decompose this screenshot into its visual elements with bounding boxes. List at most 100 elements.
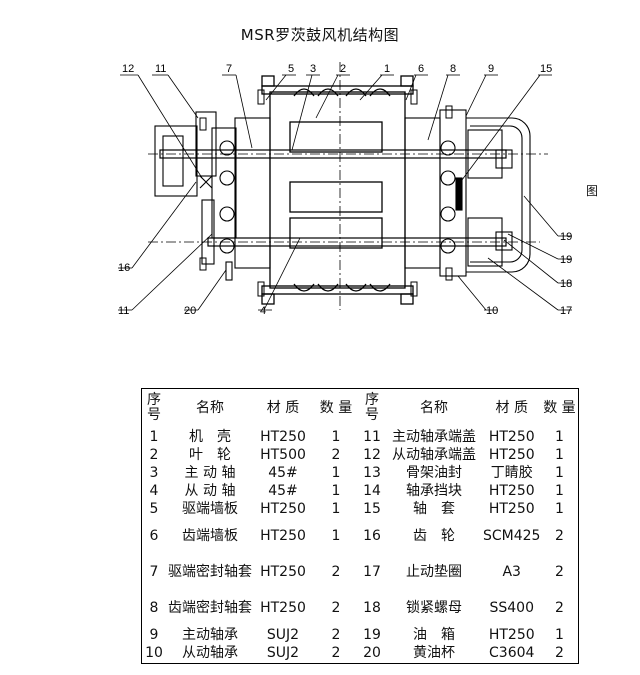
callout-1: 1 bbox=[384, 63, 390, 75]
bom-cell: HT500 bbox=[260, 446, 306, 463]
bom-cell: 16 bbox=[363, 527, 381, 544]
bom-cell: HT250 bbox=[260, 428, 306, 445]
drive-end-plate bbox=[154, 111, 271, 281]
bom-cell: 2 bbox=[331, 599, 341, 616]
bom-cell: 1 bbox=[331, 500, 341, 517]
bom-row: 5 驱端墙板 HT250 1 15 轴 套 HT250 1 bbox=[141, 500, 578, 518]
bom-cell: 13 bbox=[363, 464, 381, 481]
bom-cell: 20 bbox=[363, 644, 381, 661]
callout-20: 20 bbox=[184, 305, 196, 317]
centerlines bbox=[148, 62, 548, 310]
callout-11: 11 bbox=[155, 63, 166, 75]
bom-cell: 1 bbox=[555, 500, 564, 517]
bom-cell: 8 bbox=[149, 599, 159, 616]
bom-cell: 黄油杯 bbox=[413, 644, 455, 661]
bom-cell: SUJ2 bbox=[266, 644, 300, 661]
bom-cell: 6 bbox=[149, 527, 159, 544]
bom-cell: 2 bbox=[331, 644, 341, 661]
bom-cell: 油 箱 bbox=[413, 626, 455, 643]
callout-18: 19 bbox=[560, 254, 572, 266]
bom-cell: HT250 bbox=[260, 527, 306, 544]
bom-header-cell: 数 量 bbox=[543, 399, 576, 416]
bom-cell: 17 bbox=[363, 563, 381, 580]
bom-cell: HT250 bbox=[260, 563, 306, 580]
callout-15: 16 bbox=[118, 262, 130, 274]
bom-cell: 轴承挡块 bbox=[406, 482, 462, 499]
bom-cell: 齿端密封轴套 bbox=[168, 599, 252, 616]
bom-cell: 1 bbox=[331, 527, 341, 544]
bom-header-cell: 名称 bbox=[420, 399, 448, 416]
bom-cell: 2 bbox=[149, 446, 159, 463]
bom-cell: 2 bbox=[331, 626, 341, 643]
callout-12: 11 bbox=[118, 305, 129, 317]
bom-header-cell: 名称 bbox=[196, 399, 224, 416]
drawing-title: MSR罗茨鼓风机结构图 bbox=[240, 26, 400, 44]
bom-cell: 12 bbox=[363, 446, 381, 463]
bom-cell: 齿 轮 bbox=[413, 527, 455, 544]
callout-5: 5 bbox=[288, 63, 294, 75]
callout-10: 10 bbox=[486, 305, 498, 317]
callout-13: 12 bbox=[122, 63, 134, 75]
bom-cell: 丁睛胶 bbox=[490, 464, 533, 481]
bom-cell: 9 bbox=[149, 626, 159, 643]
bom-cell: 驱端墙板 bbox=[182, 500, 238, 517]
bom-cell: 45# bbox=[268, 482, 298, 499]
bom-cell: HT250 bbox=[488, 626, 535, 643]
bom-cell: 轴 套 bbox=[413, 500, 455, 517]
bom-cell: 从 动 轴 bbox=[184, 482, 236, 499]
bom-cell: 14 bbox=[363, 482, 381, 499]
callout-7: 7 bbox=[226, 63, 232, 75]
bom-cell: A3 bbox=[502, 563, 521, 580]
bom-cell: HT250 bbox=[488, 500, 535, 517]
bom-cell: 5 bbox=[149, 500, 159, 517]
bom-cell: 1 bbox=[331, 482, 341, 499]
bom-cell: 骨架油封 bbox=[406, 464, 462, 481]
bom-cell: 3 bbox=[149, 464, 159, 481]
bom-cell: 2 bbox=[555, 599, 564, 616]
bom-cell: 主动轴承 bbox=[182, 626, 238, 643]
callout-3: 3 bbox=[310, 63, 316, 75]
bom-cell: 15 bbox=[363, 500, 381, 517]
bom-header-cell: 序号 bbox=[365, 391, 379, 423]
bom-cell: 7 bbox=[149, 563, 159, 580]
bom-cell: SS400 bbox=[489, 599, 534, 616]
callout-2: 2 bbox=[340, 63, 346, 75]
blower-cross-section-drawing: 12 11 7 5 3 2 1 6 8 9 15 16 11 20 4 10 1… bbox=[118, 62, 572, 317]
bom-cell: 2 bbox=[555, 644, 564, 661]
bom-cell: 驱端密封轴套 bbox=[168, 563, 252, 580]
bom-cell: SUJ2 bbox=[266, 626, 300, 643]
bom-cell: 1 bbox=[555, 482, 564, 499]
callout-16: 17 bbox=[560, 305, 572, 317]
bom-header-cell: 数 量 bbox=[319, 399, 353, 416]
bom-cell: 1 bbox=[555, 428, 564, 445]
bom-cell: HT250 bbox=[488, 428, 535, 445]
bom-cell: 4 bbox=[149, 482, 159, 499]
bom-cell: 1 bbox=[555, 464, 564, 481]
bom-cell: 从动轴承端盖 bbox=[392, 446, 476, 463]
callout-6: 6 bbox=[418, 63, 424, 75]
bom-cell: 2 bbox=[555, 527, 564, 544]
bom-cell: 1 bbox=[149, 428, 159, 445]
gear-end-plate-and-oil-tank bbox=[404, 109, 531, 277]
bom-header-cell: 序号 bbox=[147, 391, 161, 423]
casing-outline bbox=[261, 75, 414, 305]
bom-cell: 11 bbox=[363, 428, 381, 445]
bom-cell: 从动轴承 bbox=[182, 644, 238, 661]
bom-cell: 锁紧螺母 bbox=[406, 599, 462, 616]
bom-cell: HT250 bbox=[488, 446, 535, 463]
bom-cell: 19 bbox=[363, 626, 381, 643]
bom-cell: C3604 bbox=[489, 644, 535, 661]
side-note: 图 bbox=[586, 184, 599, 198]
bom-cell: 机 壳 bbox=[189, 428, 231, 445]
bom-cell: 45# bbox=[268, 464, 298, 481]
bom-cell: HT250 bbox=[260, 599, 306, 616]
bom-cell: HT250 bbox=[260, 500, 306, 517]
bom-header-row: 序号名称材 质数 量序号名称材 质数 量 bbox=[141, 388, 578, 428]
bom-header-cell: 材 质 bbox=[495, 399, 528, 416]
